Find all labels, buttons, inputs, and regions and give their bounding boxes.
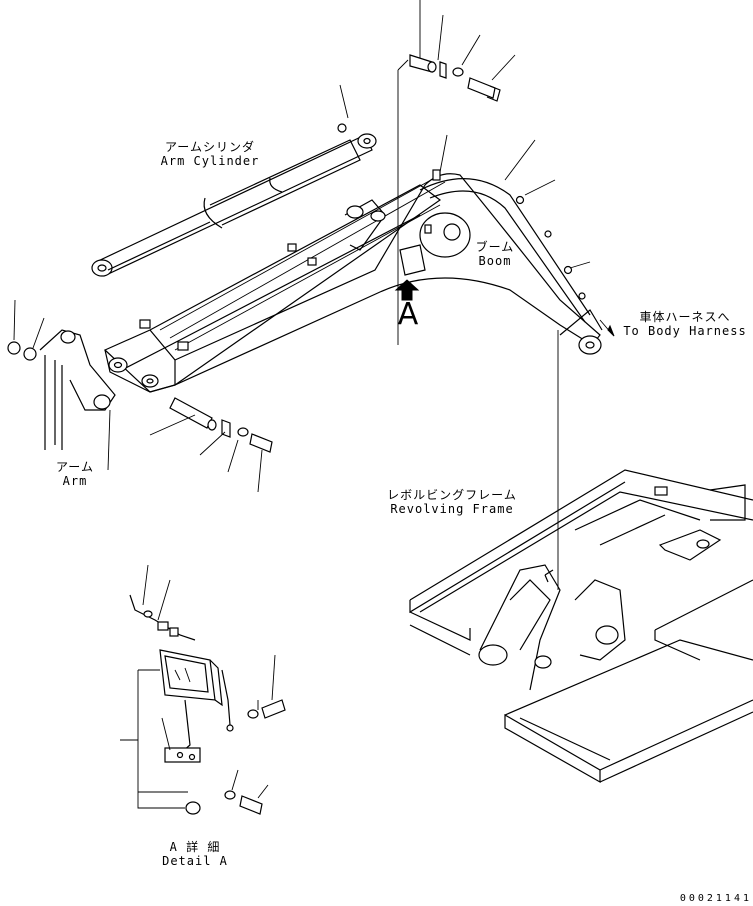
- arm-cylinder-label-en: Arm Cylinder: [160, 154, 260, 168]
- detail-a-lamp: [120, 564, 286, 815]
- arm-label: アーム Arm: [45, 460, 105, 488]
- arm-label-jp: アーム: [56, 460, 94, 474]
- revolving-frame-label-jp: レボルビングフレーム: [387, 488, 517, 502]
- arm-label-en: Arm: [62, 474, 88, 488]
- arm: [103, 174, 446, 393]
- boom-label-jp: ブーム: [475, 240, 515, 254]
- revolving-frame: [409, 469, 753, 784]
- body-harness-label-jp: 車体ハーネスへ: [639, 310, 731, 324]
- arm-cylinder-label-jp: アームシリンダ: [165, 140, 255, 154]
- bottom-pin-assembly: [149, 397, 273, 493]
- arm-bracket: [7, 299, 116, 471]
- detail-a-label: A 詳 細 Detail A: [155, 840, 235, 868]
- body-harness-label: 車体ハーネスへ To Body Harness: [618, 310, 752, 338]
- revolving-frame-label-en: Revolving Frame: [390, 502, 514, 516]
- boom: [174, 169, 615, 386]
- boom-label-en: Boom: [478, 254, 512, 268]
- body-harness-label-en: To Body Harness: [623, 324, 747, 338]
- detail-a-label-jp: A 詳 細: [169, 840, 221, 854]
- top-pin-assembly: [397, 0, 516, 345]
- view-marker-a: A: [397, 297, 419, 332]
- arm-cylinder-label: アームシリンダ Arm Cylinder: [150, 140, 270, 168]
- arm-cylinder: [91, 133, 377, 277]
- detail-a-label-en: Detail A: [162, 854, 228, 868]
- view-arrow-icon: [394, 279, 420, 301]
- drawing-code: 00021141: [679, 893, 752, 904]
- revolving-frame-label: レボルビングフレーム Revolving Frame: [372, 488, 532, 516]
- boom-label: ブーム Boom: [465, 240, 525, 268]
